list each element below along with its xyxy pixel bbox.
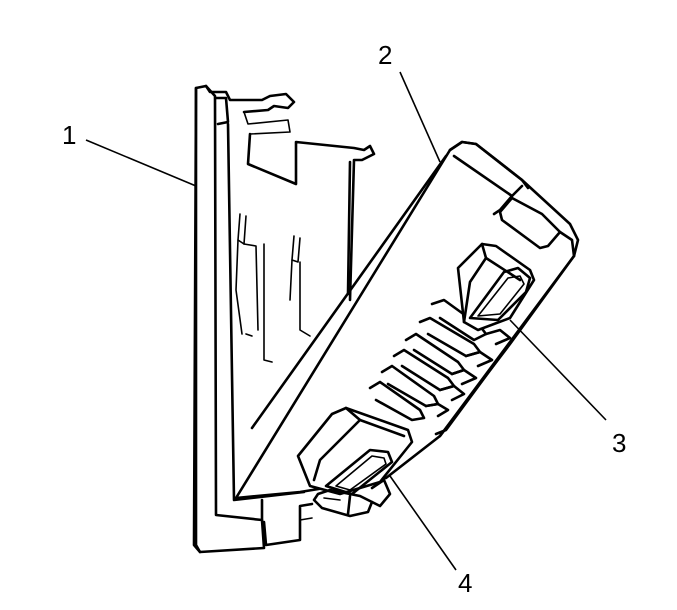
mounting-bracket	[192, 84, 376, 554]
callout-label-1: 1	[62, 120, 77, 150]
connector-4	[296, 406, 414, 518]
cooling-fins	[368, 298, 512, 422]
callout-label-3: 3	[612, 428, 627, 458]
leader-line-4	[389, 475, 457, 571]
callout-label-2: 2	[378, 40, 393, 70]
leader-lines	[85, 71, 607, 571]
leader-line-3	[509, 319, 607, 421]
connector-3	[456, 242, 536, 332]
callout-label-4: 4	[458, 568, 473, 598]
leader-line-1	[85, 139, 197, 187]
leader-line-2	[399, 71, 441, 163]
